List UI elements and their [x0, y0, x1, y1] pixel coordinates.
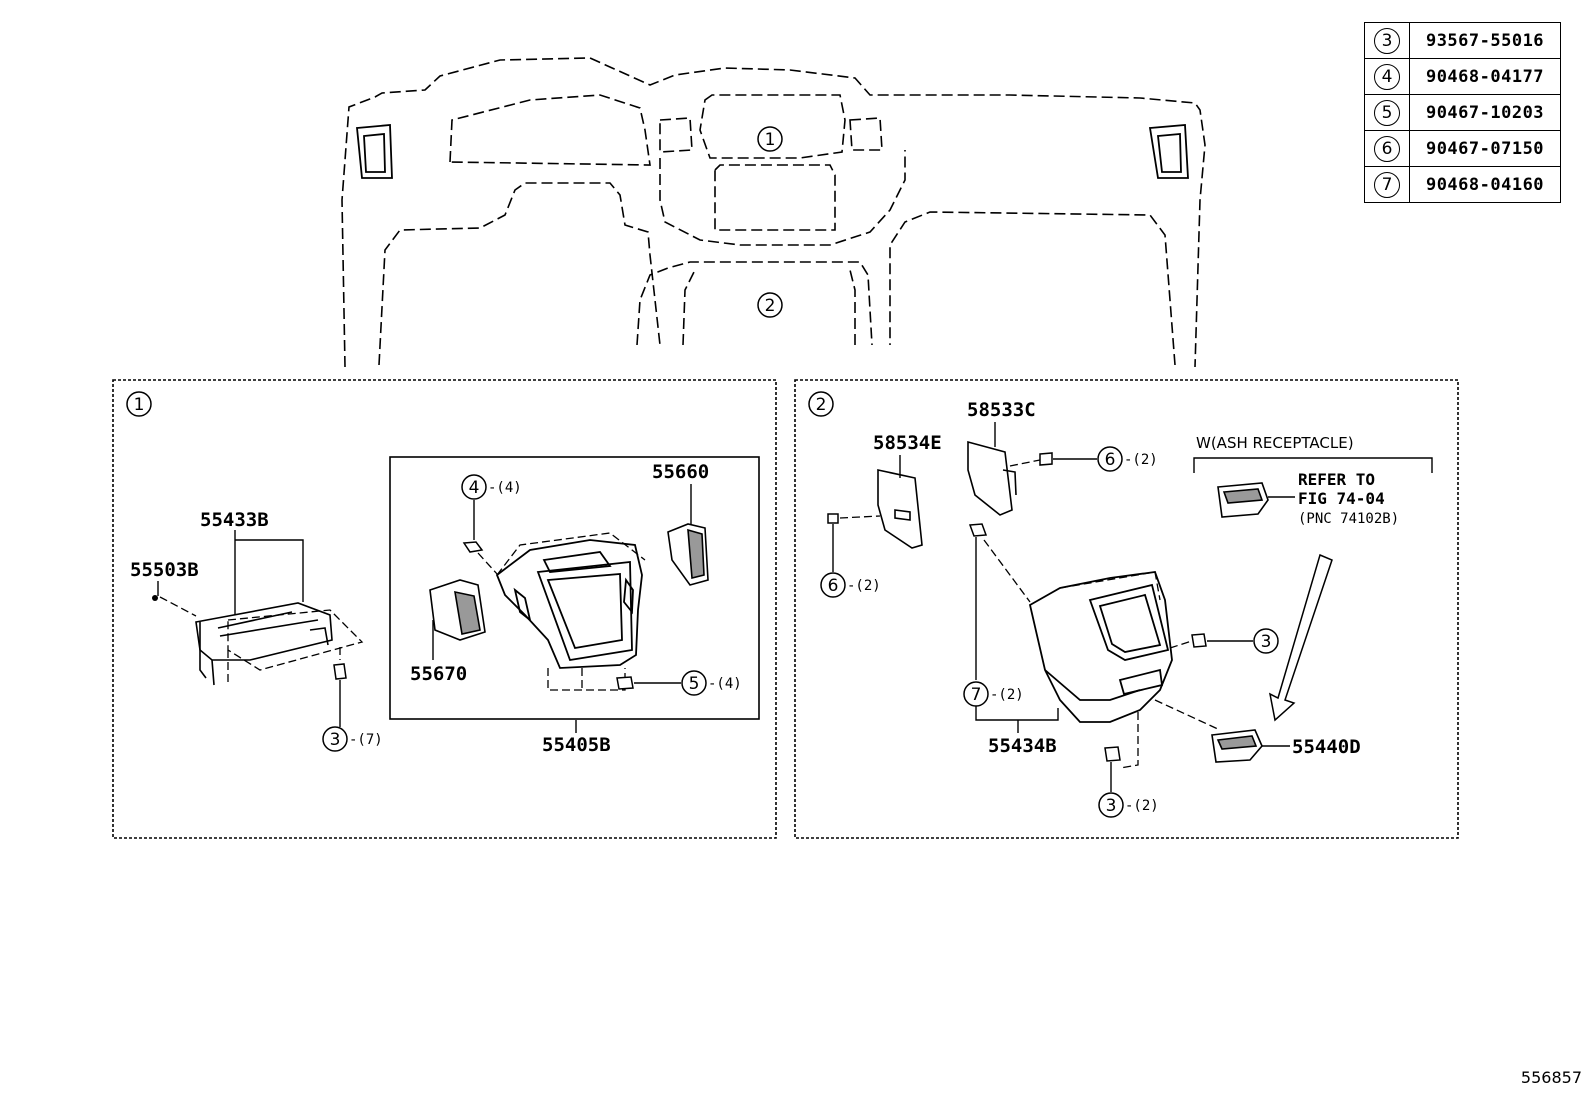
svg-text:-(2): -(2) — [1124, 452, 1158, 468]
panel-2-id: 2 — [808, 391, 834, 417]
part-55405B-center-cluster-bezel — [495, 539, 643, 669]
label-55660: 55660 — [652, 461, 709, 483]
svg-text:4: 4 — [469, 478, 480, 498]
refer-to-line: REFER TO — [1298, 470, 1375, 489]
parts-table-row: 6 90467-07150 — [1364, 130, 1561, 167]
callout-3-bottom: 3 -(2) — [1098, 792, 1159, 818]
part-55433B-lower-panel — [195, 602, 333, 686]
callout-6-right: 6 -(2) — [1097, 446, 1158, 472]
instrument-panel-overview — [341, 57, 1206, 368]
svg-text:3: 3 — [1261, 632, 1272, 652]
parts-table-part-number: 93567-55016 — [1409, 22, 1561, 59]
svg-text:3: 3 — [1106, 796, 1117, 816]
detail-panel-2-frame — [794, 379, 1459, 839]
label-55405B: 55405B — [542, 734, 611, 756]
callout-3-box: 3 — [1253, 628, 1279, 654]
label-55433B: 55433B — [200, 509, 269, 531]
label-58534E: 58534E — [873, 432, 942, 454]
fig-reference-line: FIG 74-04 — [1298, 489, 1385, 508]
label-55434B: 55434B — [988, 735, 1057, 757]
parts-table-ref-cell: 5 — [1364, 94, 1410, 131]
screw-3-box — [1191, 633, 1207, 648]
svg-text:-(2): -(2) — [990, 687, 1024, 703]
screw-3-panel1 — [333, 663, 347, 680]
svg-text:5: 5 — [689, 674, 700, 694]
screw-5 — [616, 676, 634, 690]
svg-text:-(7): -(7) — [349, 732, 383, 748]
svg-text:1: 1 — [134, 395, 145, 415]
clip-6-right — [1039, 452, 1053, 466]
ref-number-circle: 5 — [1374, 99, 1400, 126]
parts-table-row: 7 90468-04160 — [1364, 166, 1561, 203]
ash-receptacle-note-title: W(ASH RECEPTACLE) — [1196, 434, 1354, 452]
pnc-reference-line: (PNC 74102B) — [1298, 511, 1399, 527]
clip-55503B — [152, 595, 158, 601]
callout-5-panel1: 5 -(4) — [681, 670, 742, 696]
svg-text:2: 2 — [765, 296, 776, 316]
svg-text:2: 2 — [816, 395, 827, 415]
parts-table-part-number: 90467-07150 — [1409, 130, 1561, 167]
svg-text:1: 1 — [765, 130, 776, 150]
parts-table-ref-cell: 4 — [1364, 58, 1410, 95]
parts-table-part-number: 90467-10203 — [1409, 94, 1561, 131]
air-vents-overview — [356, 124, 1189, 179]
svg-text:3: 3 — [330, 730, 341, 750]
svg-text:-(2): -(2) — [847, 578, 881, 594]
part-55440D-ash-receptacle — [1211, 729, 1263, 763]
part-58533C-side-cover — [967, 440, 1017, 516]
screw-3-bottom — [1104, 746, 1121, 762]
callout-2-overview: 2 — [757, 292, 783, 318]
callout-6-left: 6 -(2) — [820, 572, 881, 598]
svg-text:-(4): -(4) — [488, 480, 522, 496]
ref-number-circle: 4 — [1374, 63, 1400, 90]
clip-4 — [462, 541, 484, 553]
arrow-down-icon — [1268, 553, 1333, 722]
parts-table-ref-cell: 3 — [1364, 22, 1410, 59]
figure-number: 556857 — [1520, 1068, 1582, 1087]
callout-3-panel1: 3 -(7) — [322, 726, 383, 752]
part-55434B-console-lower-box — [1028, 571, 1173, 723]
callout-7: 7 -(2) — [963, 681, 1024, 707]
parts-table-row: 5 90467-10203 — [1364, 94, 1561, 131]
clip-7 — [968, 523, 988, 537]
label-55503B: 55503B — [130, 559, 199, 581]
ash-receptacle-icon — [1217, 482, 1269, 518]
ref-number-circle: 6 — [1374, 135, 1400, 162]
part-58534E-side-cover — [877, 469, 923, 549]
ref-number-circle: 3 — [1374, 27, 1400, 54]
clip-6-left — [827, 513, 839, 524]
svg-text:7: 7 — [971, 685, 982, 705]
callout-4-panel1: 4 -(4) — [461, 474, 522, 500]
parts-number-table: 3 93567-55016 4 90468-04177 5 90467-10203 6 904… — [1364, 22, 1561, 203]
label-55670: 55670 — [410, 663, 467, 685]
label-58533C: 58533C — [967, 399, 1036, 421]
assembly-55405B-frame — [389, 456, 760, 720]
label-55440D: 55440D — [1292, 736, 1361, 758]
part-55670-air-vent — [429, 579, 486, 641]
parts-table-row: 4 90468-04177 — [1364, 58, 1561, 95]
svg-text:-(2): -(2) — [1125, 798, 1159, 814]
parts-table-ref-cell: 6 — [1364, 130, 1410, 167]
callout-1-overview: 1 — [757, 126, 783, 152]
parts-table-row: 3 93567-55016 — [1364, 22, 1561, 59]
svg-text:6: 6 — [828, 576, 839, 596]
panel-1-id: 1 — [126, 391, 152, 417]
detail-panel-1-frame — [112, 379, 777, 839]
part-55660-air-vent — [667, 523, 709, 586]
parts-table-ref-cell: 7 — [1364, 166, 1410, 203]
parts-table-part-number: 90468-04160 — [1409, 166, 1561, 203]
ref-number-circle: 7 — [1374, 171, 1400, 198]
parts-table-part-number: 90468-04177 — [1409, 58, 1561, 95]
svg-text:6: 6 — [1105, 450, 1116, 470]
svg-text:-(4): -(4) — [708, 676, 742, 692]
